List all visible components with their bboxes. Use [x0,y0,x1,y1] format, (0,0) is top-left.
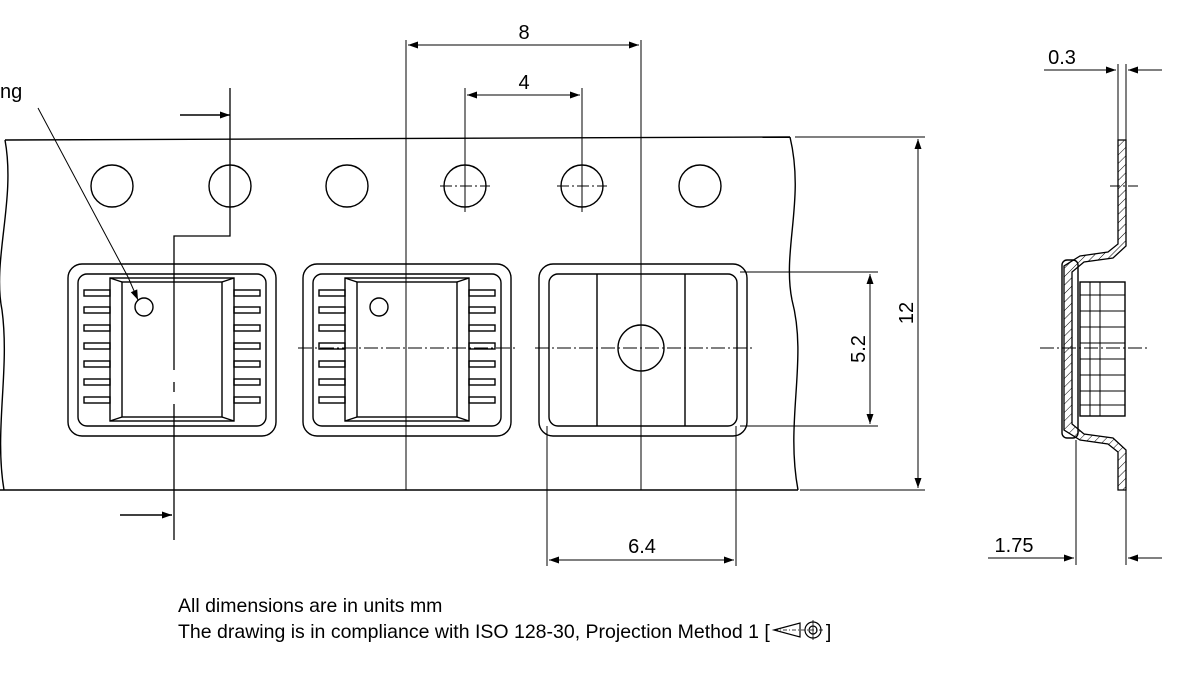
dim-pitch-8-label: 8 [518,22,529,44]
units-note: All dimensions are in units mm [178,595,443,617]
dim-tape-width [795,136,925,491]
label-leader-line [37,107,129,278]
dim-pitch-4-label: 4 [518,72,529,94]
dim-tape-width-label: 12 [896,302,918,324]
carrier-tape-outline [0,136,799,491]
dim-pitch-8 [405,40,642,490]
dim-sprocket-offset-label: 1.75 [995,535,1034,557]
side-section-view [1061,139,1140,491]
pocket-3-empty [538,263,748,437]
compliance-note: The drawing is in compliance with ISO 12… [178,619,831,648]
drawing-notes: All dimensions are in units mm The drawi… [178,594,831,648]
section-cut-line [120,88,231,540]
compliance-note-suffix: ] [825,621,832,643]
pocket-2 [302,263,512,437]
dim-tape-thickness [1044,64,1162,140]
dim-pocket-length [546,426,737,566]
dim-pitch-4 [464,88,583,212]
dim-tape-thickness-label: 0.3 [1048,47,1076,69]
feed-direction-label: ng [0,81,22,103]
dim-sprocket-offset [988,440,1162,565]
dim-pocket-width [740,271,878,427]
compliance-note-text: The drawing is in compliance with ISO 12… [178,621,770,643]
pocket-1 [67,263,277,437]
first-angle-projection-icon [770,619,826,648]
dim-pocket-length-label: 6.4 [628,536,656,558]
dim-pocket-width-label: 5.2 [848,335,870,363]
